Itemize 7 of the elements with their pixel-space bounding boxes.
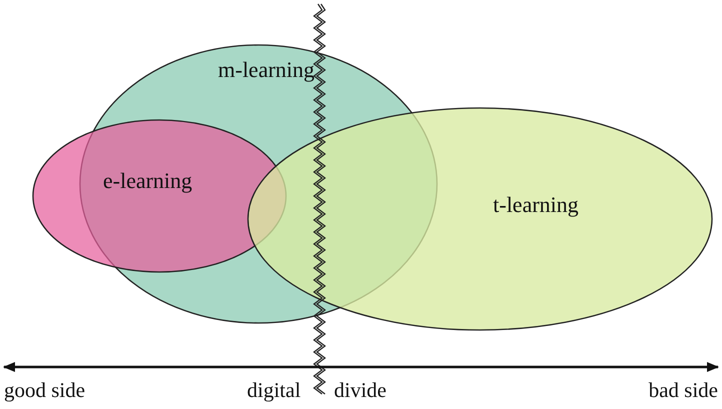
axis-label: divide: [334, 378, 386, 403]
set-label: t-learning: [493, 192, 579, 218]
axis-label: bad side: [648, 378, 718, 403]
axis-label: good side: [4, 378, 86, 403]
axis-label: digital: [247, 378, 301, 403]
set-label: m-learning: [218, 57, 315, 83]
set-label: e-learning: [103, 168, 192, 194]
